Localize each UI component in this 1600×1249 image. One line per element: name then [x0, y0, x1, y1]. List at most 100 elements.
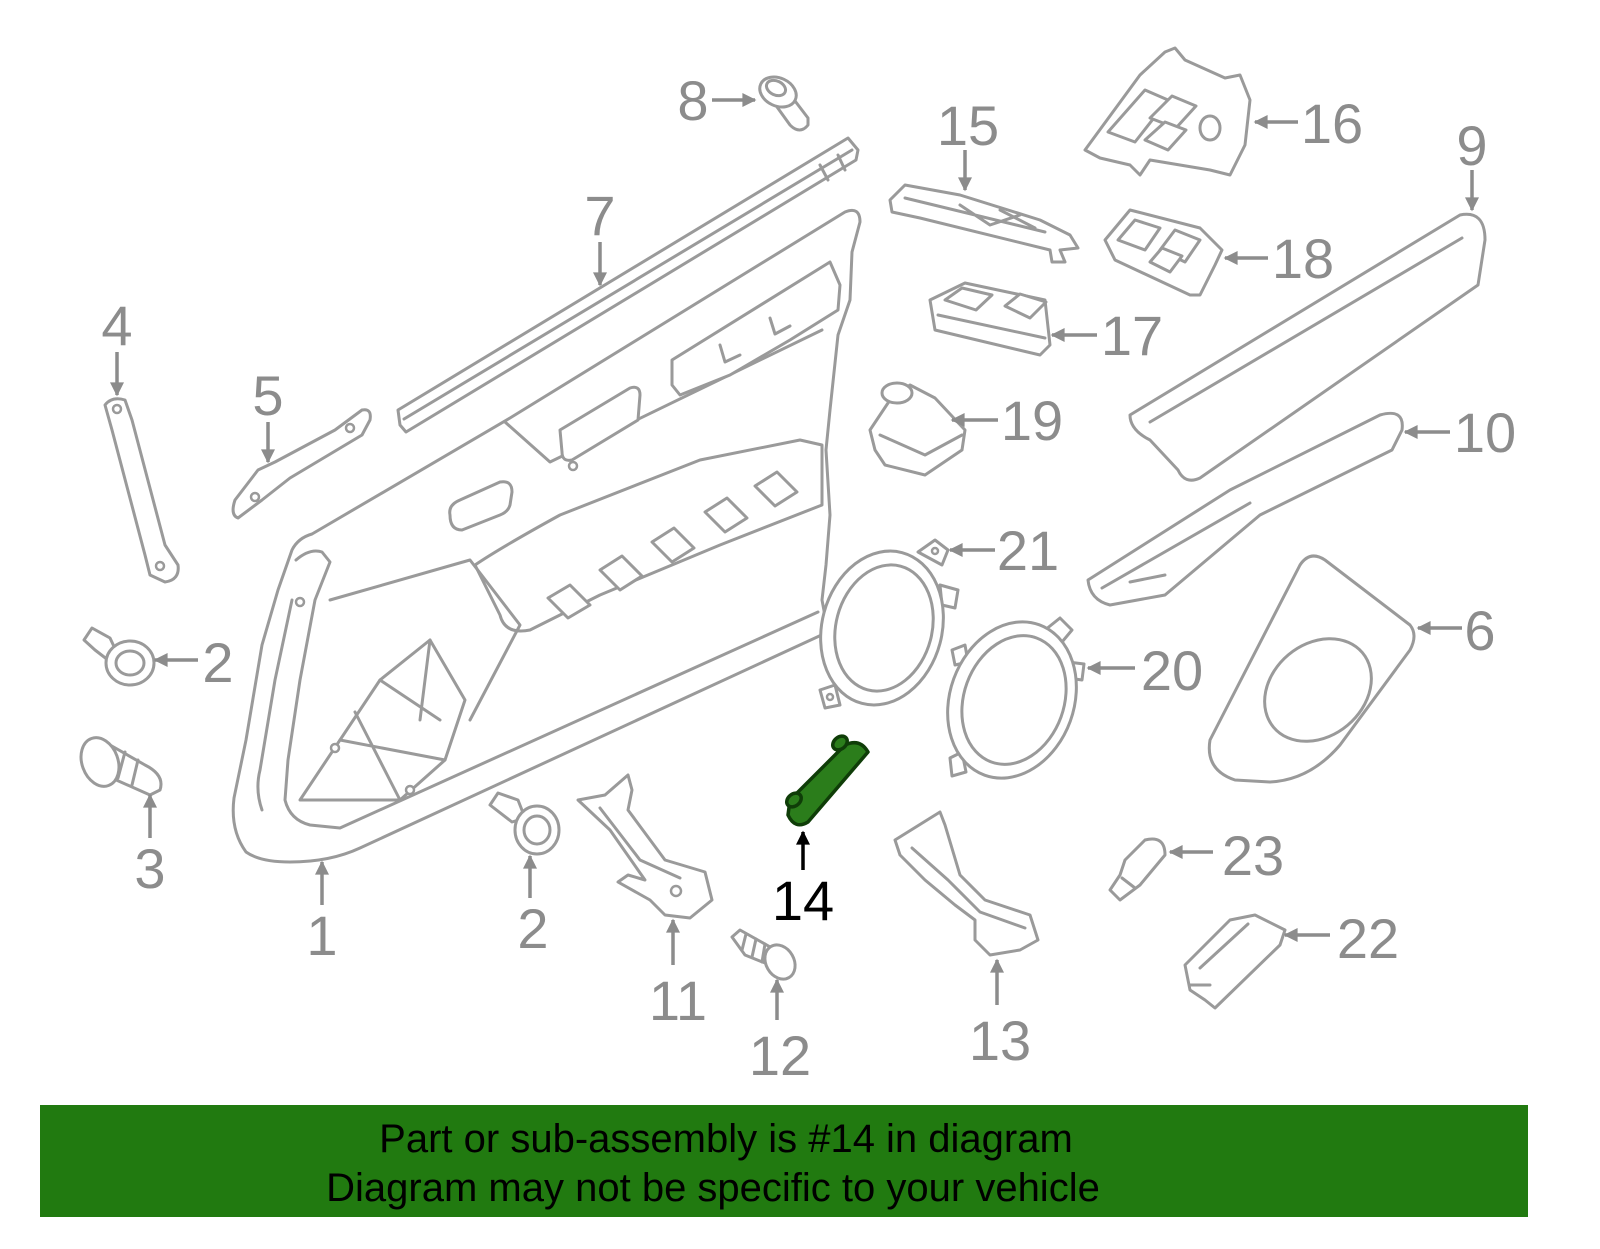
- part-8-head: [758, 75, 798, 109]
- part-22-drawing: [1183, 913, 1287, 1010]
- part-13-edge: [910, 846, 1027, 930]
- part-22-edge: [1188, 922, 1250, 987]
- part-7-edge: [402, 148, 854, 421]
- part-2-center-head-inner: [522, 814, 552, 846]
- part-21-hole: [825, 692, 835, 702]
- part-1-hole: [404, 784, 416, 796]
- part-9-drawing: [1128, 212, 1487, 482]
- info-banner-line-2: Diagram may not be specific to your vehi…: [326, 1166, 1100, 1210]
- part-1-switch-recess: [546, 583, 592, 620]
- callout-label-6: 6: [1464, 599, 1495, 662]
- part-15-outline: [888, 183, 1080, 264]
- part-18-button: [1148, 246, 1184, 274]
- part-1-handle-recess: [448, 480, 514, 532]
- part-20-ring-inner: [960, 634, 1068, 766]
- callout-label-2-center: 2: [517, 897, 548, 960]
- part-12-drawing: [730, 928, 797, 981]
- part-23-outline: [1108, 837, 1167, 902]
- part-13-outline: [893, 810, 1040, 957]
- info-banner: Part or sub-assembly is #14 in diagram D…: [40, 1105, 1528, 1217]
- callout-label-2-left: 2: [202, 631, 233, 694]
- part-9-outline: [1128, 212, 1487, 482]
- part-2-left-drawing: [82, 626, 156, 687]
- callout-label-23: 23: [1222, 824, 1284, 887]
- part-12-head: [763, 943, 797, 981]
- part-1-rim: [283, 549, 820, 830]
- part-6-drawing: [1207, 554, 1416, 784]
- part-9-edge: [1148, 236, 1464, 424]
- part-16-drawing: [1083, 46, 1252, 177]
- part-23-edge: [1120, 876, 1137, 890]
- part-2-left-head-inner: [114, 649, 146, 677]
- part-11-outline: [576, 773, 714, 920]
- part-3-drawing: [79, 736, 163, 797]
- part-1-rim-inner: [256, 598, 294, 812]
- callout-label-20: 20: [1141, 639, 1203, 702]
- part-6-grille: [1263, 637, 1373, 743]
- part-11-edge: [598, 806, 682, 880]
- part-14-peg: [831, 734, 849, 752]
- part-10-edge: [1100, 501, 1252, 590]
- part-22-outline: [1183, 913, 1287, 1010]
- part-1-hole: [294, 596, 306, 608]
- part-5-outline: [231, 408, 372, 520]
- part-2-center-drawing: [488, 791, 561, 856]
- info-banner-line-1: Part or sub-assembly is #14 in diagram: [379, 1117, 1073, 1161]
- part-13-drawing: [893, 810, 1040, 957]
- part-14-body: [786, 740, 870, 827]
- part-1-switch-recess: [703, 496, 749, 534]
- part-7-ribs: [818, 153, 847, 182]
- part-1-hole: [329, 742, 341, 754]
- part-19-knob: [880, 381, 914, 405]
- part-8-head-top: [764, 78, 788, 98]
- part-4-outline: [103, 397, 180, 584]
- part-1-pocket-ribs: [338, 638, 447, 802]
- info-banner-background: [40, 1105, 1528, 1217]
- callout-label-4: 4: [101, 294, 132, 357]
- part-10-outline: [1086, 411, 1404, 607]
- part-4-hole: [154, 560, 166, 572]
- part-1-hole: [567, 460, 579, 472]
- part-16-button: [1143, 120, 1188, 152]
- callout-label-11: 11: [649, 969, 707, 1032]
- part-5-hole: [249, 491, 261, 503]
- part-11-drawing: [576, 773, 714, 920]
- callout-label-1: 1: [306, 904, 337, 967]
- part-5-drawing: [231, 408, 372, 520]
- part-14-drawing: [785, 734, 870, 827]
- part-19-edge: [878, 433, 964, 457]
- callout-label-21: 21: [997, 519, 1059, 582]
- part-10-drawing: [1086, 411, 1404, 607]
- part-2-center-head: [513, 804, 561, 856]
- part-2-left-head: [104, 639, 156, 687]
- part-1-lower-frame: [328, 558, 522, 722]
- part-17-button: [943, 286, 994, 312]
- part-14-peg: [785, 791, 803, 809]
- part-1-armrest: [473, 438, 824, 633]
- part-20-drawing: [946, 616, 1086, 780]
- part-4-drawing: [103, 397, 180, 584]
- part-8-drawing: [758, 75, 810, 132]
- part-23-drawing: [1108, 837, 1167, 902]
- callout-label-18: 18: [1272, 227, 1334, 290]
- callout-label-13: 13: [969, 1009, 1031, 1072]
- part-17-edge: [936, 313, 1047, 340]
- callout-label-5: 5: [252, 364, 283, 427]
- part-1-switch-recess: [753, 470, 799, 508]
- callout-label-16: 16: [1301, 92, 1363, 155]
- part-1-switch-recess: [650, 526, 696, 564]
- callout-label-12: 12: [749, 1024, 811, 1087]
- part-11-hole: [669, 884, 683, 898]
- part-7-drawing: [396, 136, 860, 434]
- part-17-drawing: [928, 281, 1052, 357]
- part-15-detail: [903, 196, 1047, 234]
- callout-label-17: 17: [1101, 304, 1163, 367]
- part-21-ring-inner: [833, 563, 935, 693]
- callout-label-14: 14: [772, 869, 834, 932]
- part-3-head: [79, 736, 121, 788]
- part-4-hole: [111, 403, 123, 415]
- part-1-switch-recess: [598, 554, 644, 592]
- part-1-upper-recess: [558, 385, 642, 462]
- callout-label-8: 8: [677, 69, 708, 132]
